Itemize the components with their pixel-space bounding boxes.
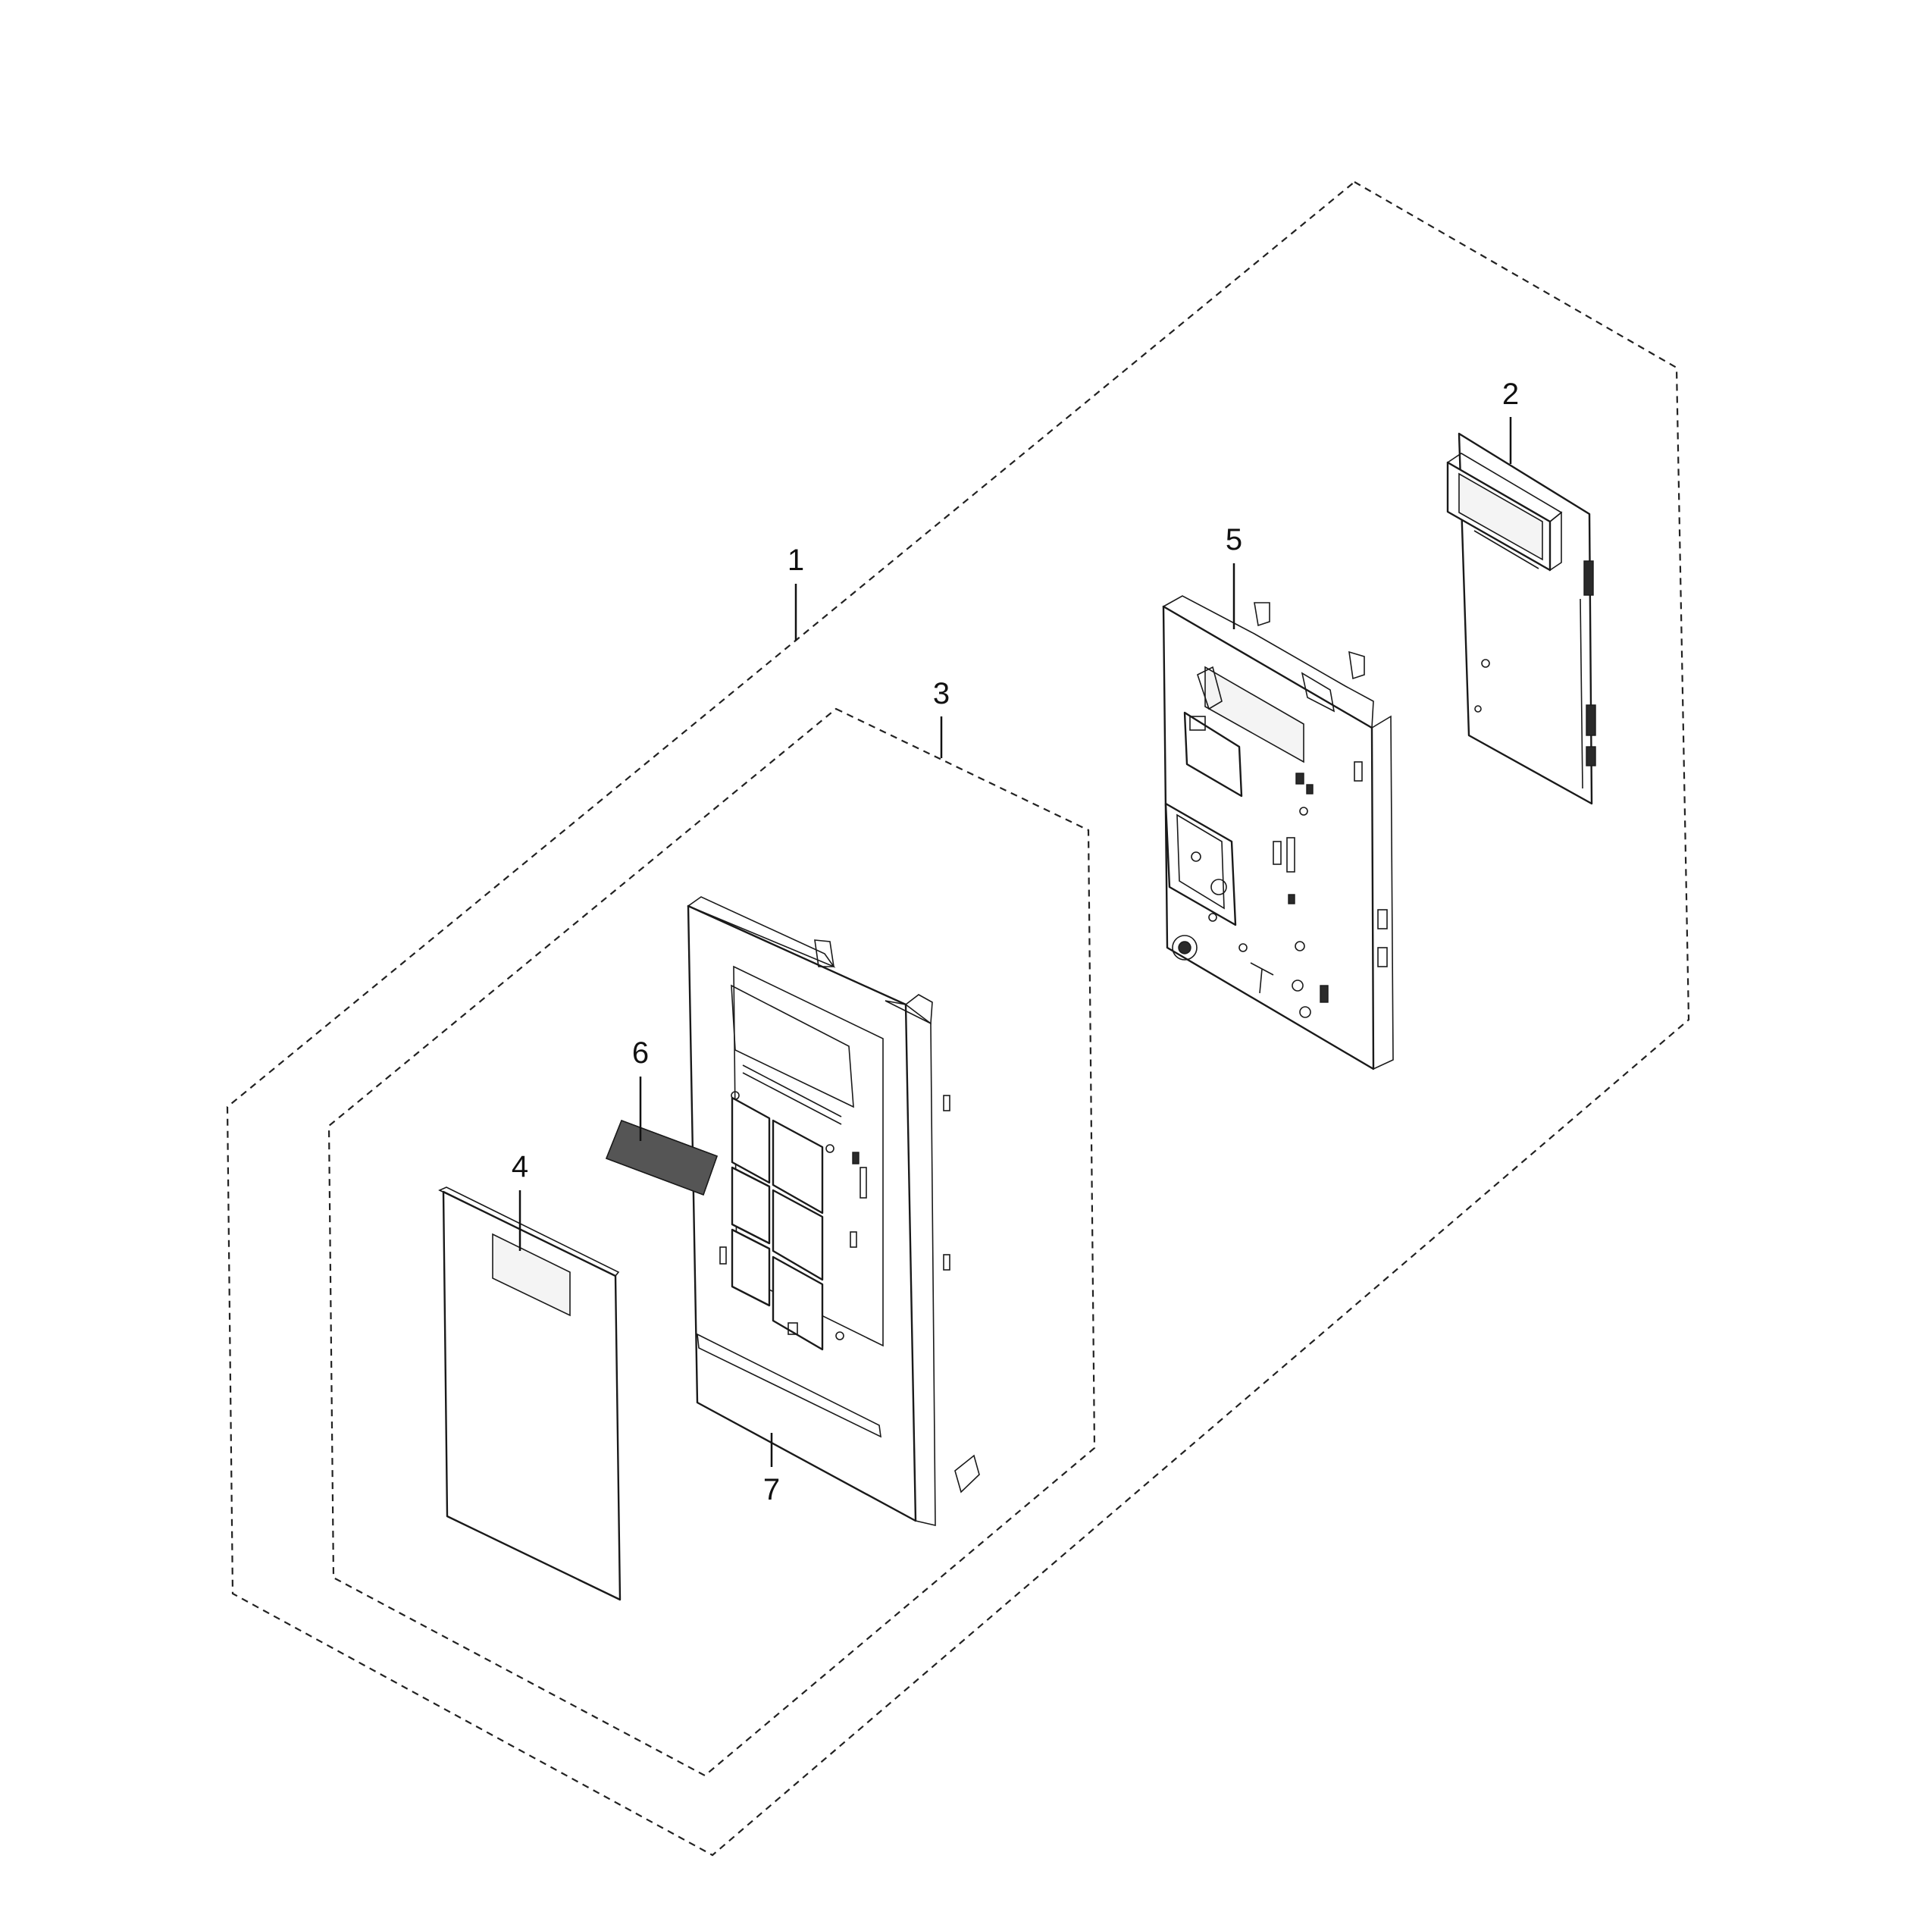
assembly-1-outline	[226, 180, 1690, 1857]
callout-2: 2	[1502, 378, 1519, 411]
callout-5: 5	[1226, 523, 1242, 556]
callout-4: 4	[512, 1150, 528, 1183]
pcb-sub-part	[1446, 432, 1596, 805]
assembly-3-outline	[327, 707, 1096, 1777]
panel-front-part	[687, 896, 980, 1527]
callout-1: 1	[788, 544, 804, 577]
callout-3: 3	[933, 677, 950, 710]
callout-7: 7	[763, 1473, 780, 1506]
window-display-part	[605, 1119, 719, 1196]
membrane-sheet-part	[438, 1186, 622, 1601]
callout-6: 6	[632, 1036, 649, 1070]
bracket-pcb-part	[1162, 595, 1394, 1070]
